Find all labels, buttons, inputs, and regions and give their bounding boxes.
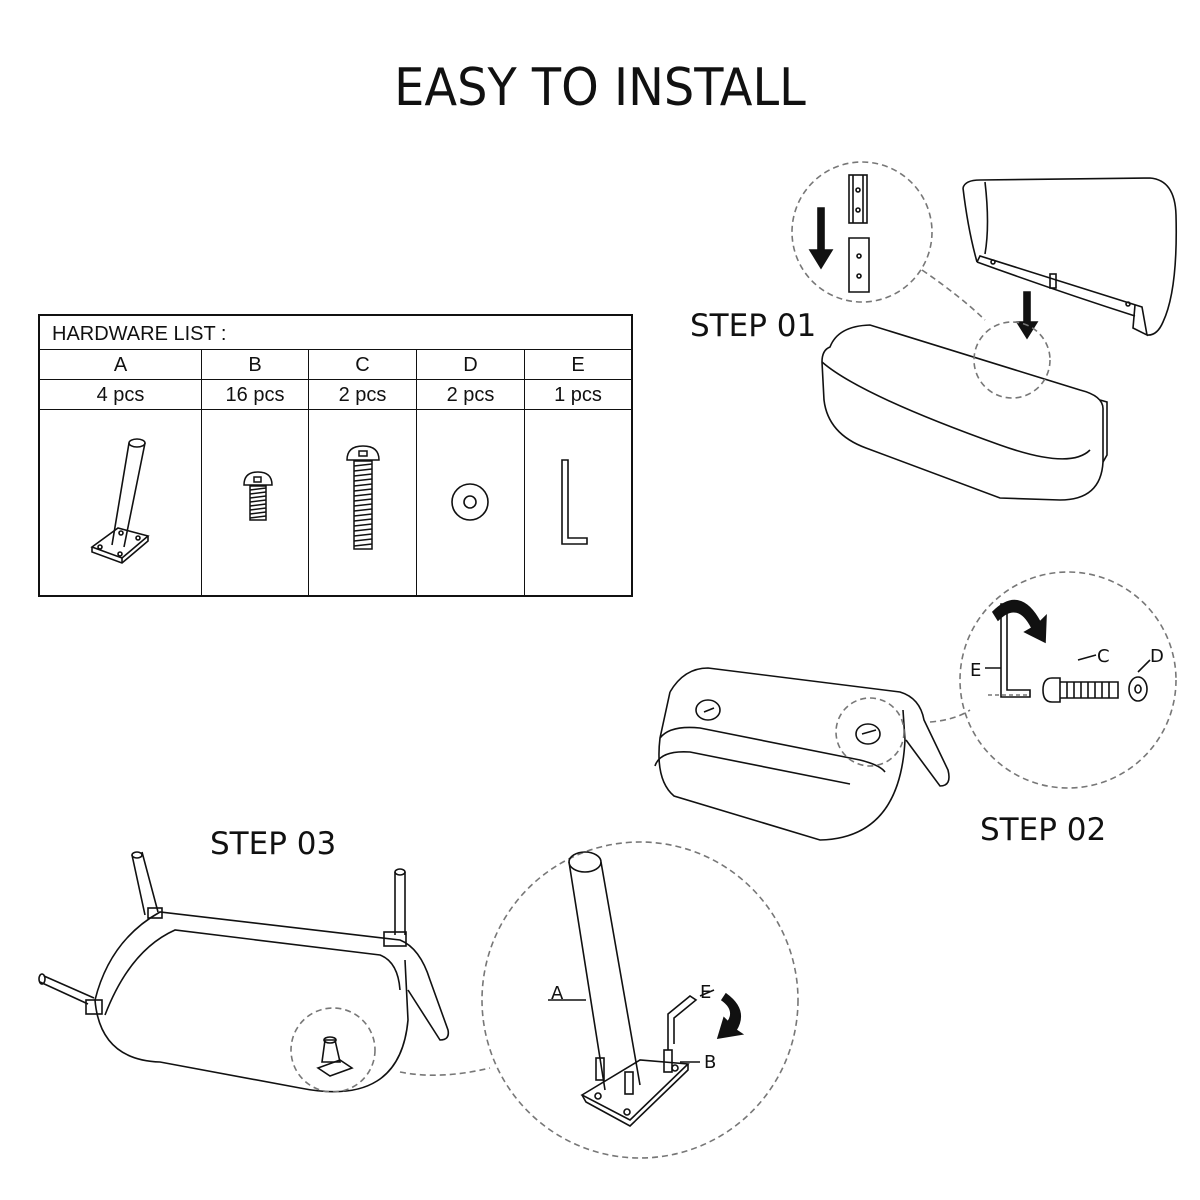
callout-c-step2: C [1097,646,1110,667]
hardware-letter: E [571,354,585,376]
step-03-illustration [38,841,799,1159]
hardware-letter: B [202,350,309,379]
step-01-illustration [791,161,1178,501]
callout-e-step3: E [700,982,712,1003]
step-02-illustration [654,571,1177,841]
hardware-count: 1 pcs [554,384,602,406]
step-01-label: STEP 01 [690,308,817,344]
hardware-count: 2 pcs [309,380,417,409]
sofa-upside-down [38,851,450,1093]
tapered-leg-icon [90,438,150,564]
step-02-detail-circle [959,571,1177,789]
sofa-back-side [654,667,950,841]
hardware-letter: C [309,350,417,379]
hardware-count: 16 pcs [202,380,309,409]
backrest [962,177,1178,337]
short-bolt-icon [243,471,273,521]
hardware-letter: A [40,350,202,379]
hardware-letter-row: A B C D E [40,350,631,380]
callout-b-step3: B [704,1052,717,1073]
step-03-detail-circle [481,841,799,1159]
step-01-detail-circle [791,161,933,303]
connector-line [929,709,971,723]
washer-icon [451,483,489,521]
hardware-picture-row [40,410,631,595]
seat-cushion [821,321,1108,501]
page-title: EASY TO INSTALL [394,58,806,118]
hardware-letter: D [417,350,525,379]
down-arrow-icon [1015,291,1039,340]
hardware-count: 4 pcs [40,380,202,409]
rotate-arrow-icon [991,599,1047,644]
long-bolt-icon [346,445,380,550]
hardware-count: 2 pcs [417,380,525,409]
rotate-arrow-icon [716,992,745,1040]
hardware-list-table: HARDWARE LIST : A B C D E 4 pcs 16 pcs 2… [38,314,633,597]
connector-line [921,269,986,321]
allen-key-icon [561,459,588,545]
step-02-label: STEP 02 [980,812,1107,848]
down-arrow-icon [808,207,834,270]
hardware-count-row: 4 pcs 16 pcs 2 pcs 2 pcs 1 pcs [40,380,631,410]
hardware-list-heading: HARDWARE LIST : [40,316,631,350]
connector-line [399,1067,491,1076]
callout-e-step2: E [970,660,982,681]
callout-d-step2: D [1150,646,1164,667]
step-03-label: STEP 03 [210,826,337,862]
callout-a-step3: A [551,983,564,1004]
